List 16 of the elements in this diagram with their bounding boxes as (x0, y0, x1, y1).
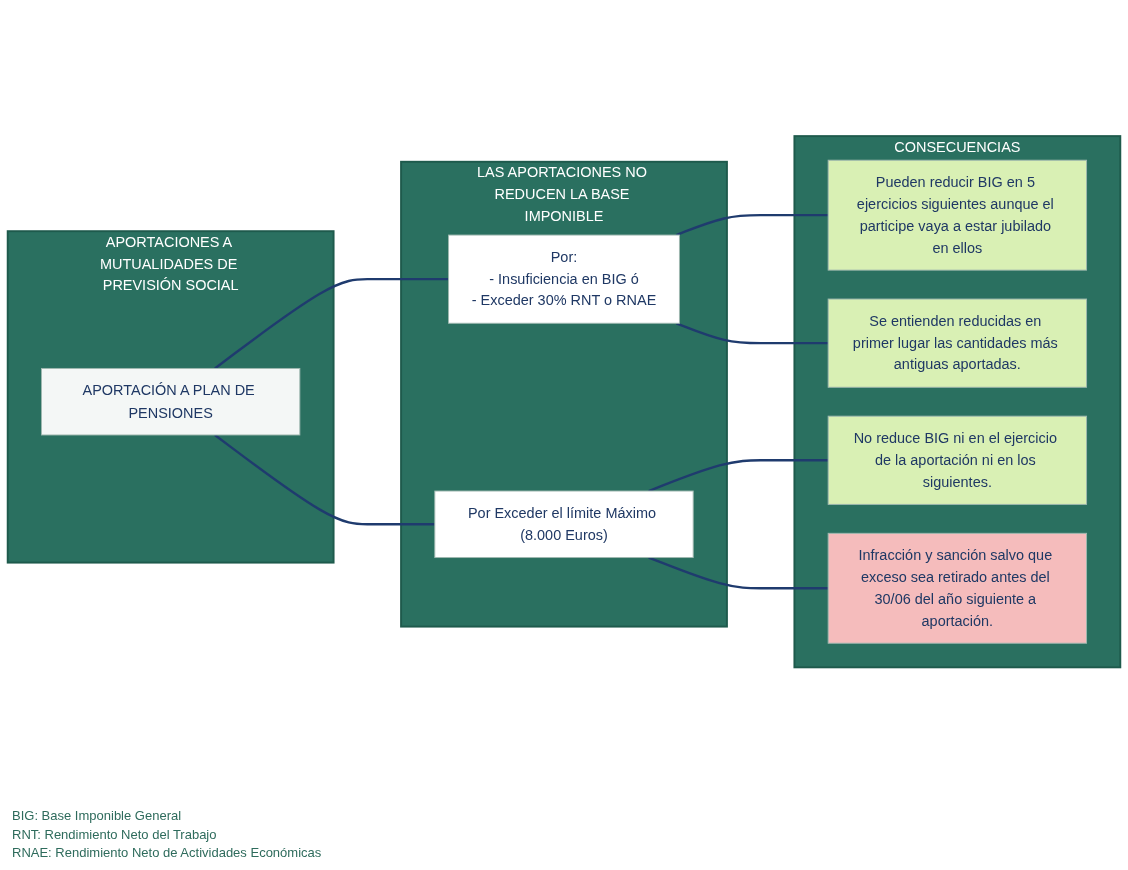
node-box: Infracción y sanción salvo que exceso sea retirado antes del 30/06 del año siguiente a aportación. (827, 532, 1087, 644)
node-box: Pueden reducir BIG en 5 ejercicios siguientes aunque el participe vaya a estar jubilado en ellos (827, 159, 1087, 271)
node-box: Por: - Insuficiencia en BIG ó - Exceder 30% RNT o RNAE (448, 234, 680, 324)
abbreviation-note: RNT: Rendimiento Neto del Trabajo (12, 825, 218, 844)
connector (648, 556, 829, 590)
connector (648, 459, 829, 493)
node-box: APORTACIÓN A PLAN DE PENSIONES (41, 367, 301, 436)
connector (214, 434, 435, 526)
connector (675, 322, 829, 345)
abbreviation-note: RNAE: Rendimiento Neto de Actividades Económicas (12, 843, 323, 862)
connector (675, 213, 829, 237)
abbreviation-note: BIG: Base Imponible General (12, 807, 183, 826)
node-box: No reduce BIG ni en el ejercicio de la aportación ni en los siguientes. (827, 415, 1087, 505)
node-box: Se entienden reducidas en primer lugar las cantidades más antiguas aportadas. (827, 298, 1087, 388)
node-box: Por Exceder el límite Máximo (8.000 Euros) (434, 490, 694, 558)
connector (214, 277, 449, 370)
